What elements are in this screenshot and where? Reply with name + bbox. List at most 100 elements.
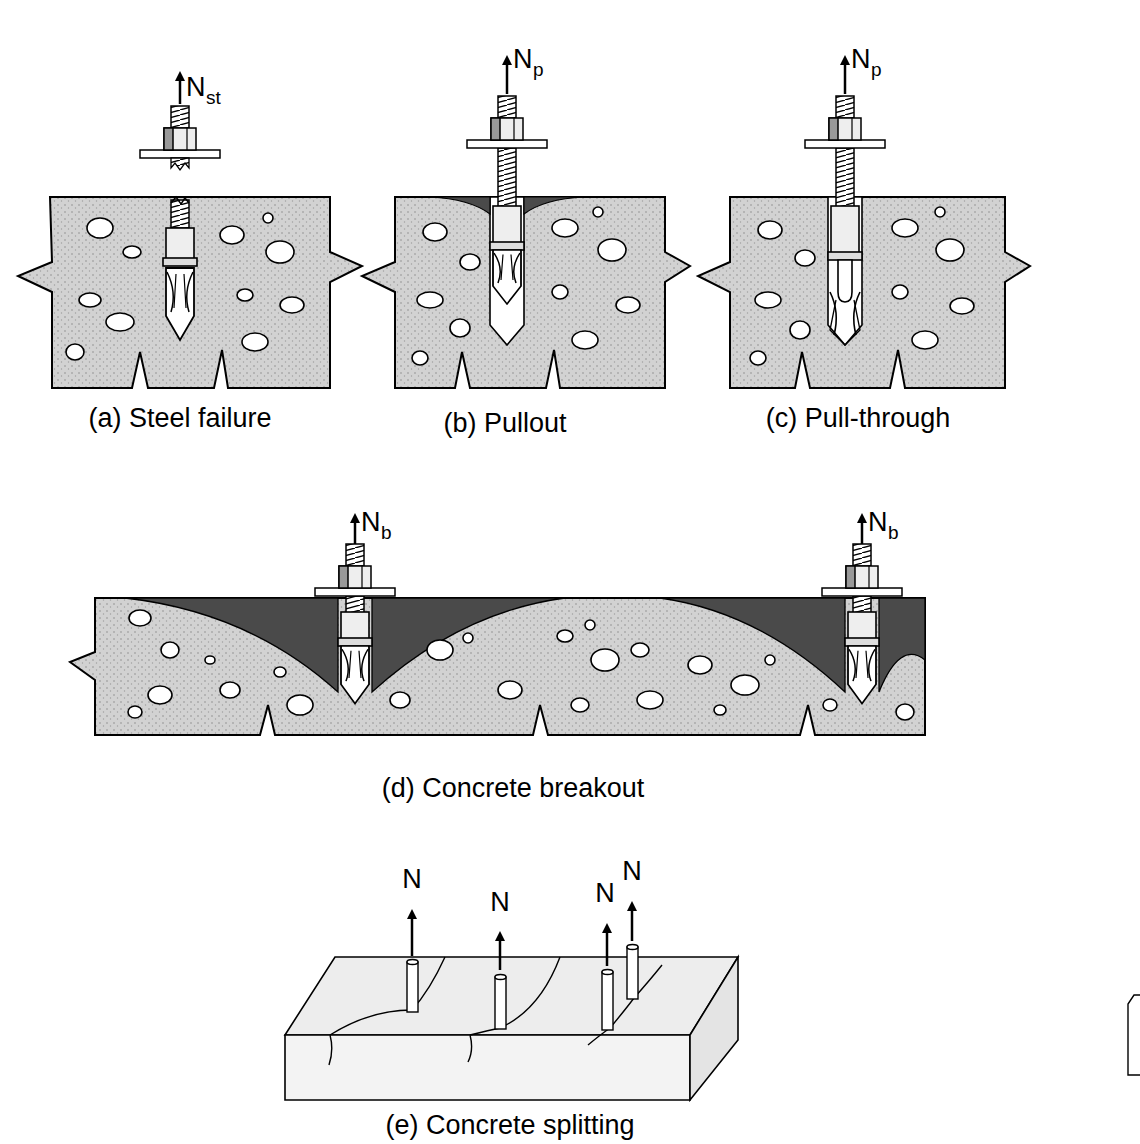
anchor-rod	[602, 972, 613, 1030]
aggregate	[896, 704, 914, 720]
cropped-shape	[1128, 995, 1140, 1075]
load-arrow	[606, 928, 609, 966]
aggregate-group	[750, 207, 974, 365]
aggregate	[790, 321, 810, 339]
aggregate	[593, 207, 603, 217]
aggregate	[205, 656, 215, 664]
aggregate	[935, 207, 945, 217]
aggregate	[161, 642, 179, 658]
aggregate	[237, 289, 253, 301]
panel-caption: (d) Concrete breakout	[382, 775, 645, 802]
force-symbol: N	[186, 74, 206, 101]
aggregate	[552, 219, 578, 237]
aggregate	[912, 331, 938, 349]
force-symbol: N	[851, 46, 871, 73]
load-arrow	[354, 518, 357, 544]
drill-hole	[828, 197, 862, 345]
anchor-rod	[627, 947, 638, 999]
aggregate	[263, 213, 273, 223]
splitting-crack	[588, 965, 662, 1045]
panel-caption: (e) Concrete splitting	[385, 1112, 634, 1139]
rod-top	[407, 960, 418, 965]
sleeve	[166, 228, 194, 260]
band	[163, 258, 197, 266]
concrete-block	[698, 197, 1030, 388]
drill-hole	[490, 197, 524, 345]
aggregate	[598, 239, 626, 261]
aggregate	[688, 656, 712, 674]
aggregate	[892, 285, 908, 299]
anchor-rod	[407, 962, 418, 1012]
rod-top	[495, 975, 506, 980]
concrete-slab	[70, 598, 925, 735]
aggregate	[755, 292, 781, 308]
nut-use	[467, 96, 547, 148]
force-symbol: N	[402, 866, 422, 893]
aggregate	[390, 692, 410, 708]
concrete-block	[18, 197, 362, 388]
force-subscript: p	[533, 60, 544, 79]
aggregate	[950, 298, 974, 314]
load-arrow	[499, 936, 502, 970]
aggregate	[498, 681, 522, 699]
aggregate	[714, 705, 726, 715]
load-arrow	[631, 906, 634, 941]
aggregate	[266, 241, 294, 263]
aggregate	[128, 706, 142, 718]
broken-thread	[171, 158, 189, 170]
aggregate-group	[412, 207, 640, 365]
aggregate	[591, 649, 619, 671]
panel-e	[285, 906, 738, 1100]
sleeve	[831, 206, 859, 254]
aggregate	[936, 239, 964, 261]
aggregate	[823, 699, 837, 711]
band	[338, 638, 372, 646]
threaded-rod	[498, 148, 516, 208]
nut-use	[822, 544, 902, 596]
aggregate	[616, 297, 640, 313]
splitting-crack	[329, 957, 445, 1065]
aggregate	[795, 250, 815, 266]
aggregate	[106, 313, 134, 331]
force-subscript: p	[871, 60, 882, 79]
aggregate	[571, 698, 589, 712]
band	[828, 252, 862, 260]
force-subscript: b	[888, 523, 899, 542]
wedge-use	[341, 646, 369, 704]
panel-a	[18, 76, 362, 388]
breakout-cone	[660, 598, 925, 692]
rod-top	[602, 970, 613, 975]
aggregate	[87, 218, 113, 238]
force-symbol: N	[868, 509, 888, 536]
aggregate	[631, 643, 649, 657]
load-arrow	[506, 60, 509, 94]
aggregate-group	[66, 213, 304, 360]
aggregate	[79, 293, 101, 307]
load-arrow	[179, 76, 182, 104]
aggregate	[220, 682, 240, 698]
aggregate	[66, 344, 84, 360]
aggregate	[460, 254, 480, 270]
force-symbol: N	[490, 889, 510, 916]
aggregate	[423, 223, 447, 241]
aggregate	[892, 219, 918, 237]
aggregate	[758, 221, 782, 239]
wedge-use	[166, 268, 194, 340]
aggregate	[274, 667, 286, 677]
force-symbol: N	[595, 880, 615, 907]
slab-front	[285, 1035, 690, 1100]
nut-use	[805, 96, 885, 148]
force-symbol: N	[361, 509, 381, 536]
left-clip	[830, 292, 860, 335]
force-symbol: N	[513, 46, 533, 73]
aggregate	[750, 351, 766, 365]
aggregate	[280, 297, 304, 313]
threaded-rod	[836, 148, 854, 208]
panel-caption: (b) Pullout	[443, 410, 566, 437]
slab-side	[690, 957, 738, 1100]
band	[490, 242, 524, 250]
force-symbol: N	[622, 858, 642, 885]
aggregate	[463, 633, 473, 643]
aggregate	[242, 333, 268, 351]
